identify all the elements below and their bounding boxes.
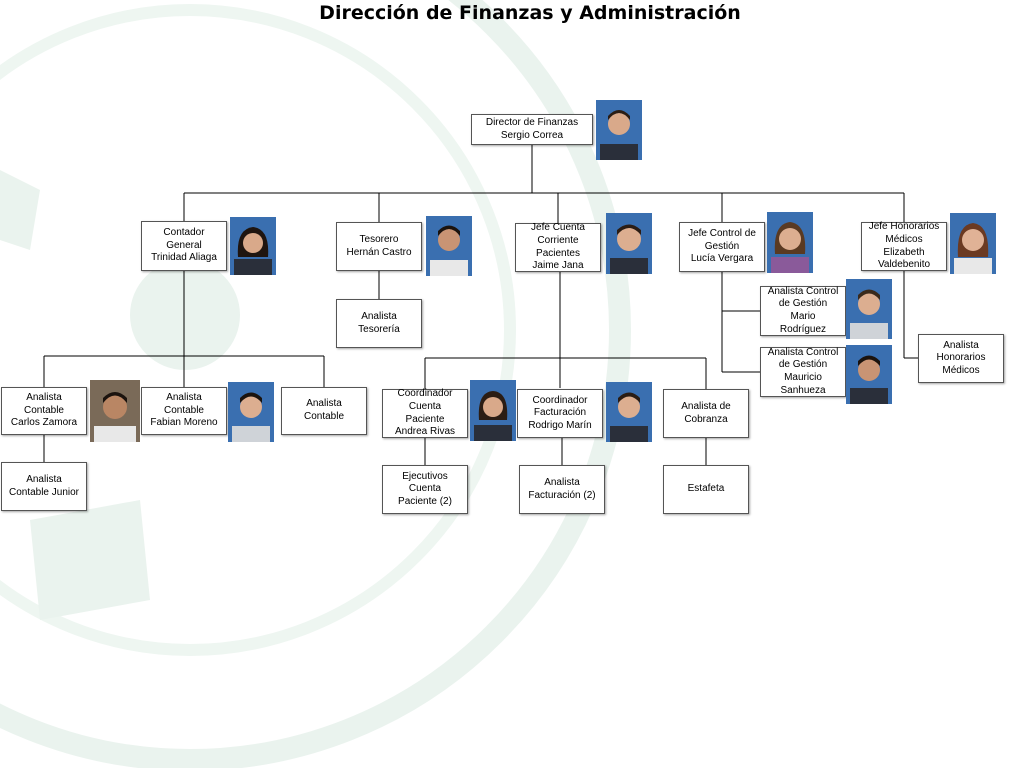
node-coordinador-cuenta: Coordinador Cuenta Paciente Andrea Rivas — [382, 388, 468, 438]
node-coordinador-facturacion: Coordinador Facturación Rodrigo Marín — [517, 389, 603, 438]
node-director-finanzas: Director de Finanzas Sergio Correa — [471, 114, 593, 145]
photo-hernan-castro — [426, 216, 472, 276]
photo-sergio-correa — [596, 100, 642, 160]
node-analista-carlos: Analista Contable Carlos Zamora — [1, 387, 87, 435]
node-analista-fabian: Analista Contable Fabian Moreno — [141, 387, 227, 435]
photo-elizabeth-valdebenito — [950, 213, 996, 274]
node-contador-general: Contador General Trinidad Aliaga — [141, 221, 227, 271]
node-analista-facturacion: Analista Facturación (2) — [519, 465, 605, 514]
photo-trinidad-aliaga — [230, 217, 276, 275]
node-analista-control-mario: Analista Control de Gestión Mario Rodríg… — [760, 286, 846, 336]
node-analista-control-mauricio: Analista Control de Gestión Mauricio San… — [760, 347, 846, 397]
node-analista-cobranza: Analista de Cobranza — [663, 389, 749, 438]
node-estafeta: Estafeta — [663, 465, 749, 514]
photo-lucia-vergara — [767, 212, 813, 273]
photo-mario-rodriguez — [846, 279, 892, 339]
photo-jaime-jana — [606, 213, 652, 274]
photo-andrea-rivas — [470, 380, 516, 441]
node-analista-honorarios: Analista Honorarios Médicos — [918, 334, 1004, 383]
node-jefe-honorarios: Jefe Honorarios Médicos Elizabeth Valdeb… — [861, 221, 947, 271]
photo-mauricio-sanhueza — [846, 345, 892, 404]
node-analista-junior: Analista Contable Junior — [1, 462, 87, 511]
node-jefe-control-gestion: Jefe Control de Gestión Lucía Vergara — [679, 222, 765, 272]
node-analista-tesoreria: Analista Tesorería — [336, 299, 422, 348]
node-ejecutivos-cuenta: Ejecutivos Cuenta Paciente (2) — [382, 465, 468, 514]
node-jefe-cuenta-corriente: Jefe Cuenta Corriente Pacientes Jaime Ja… — [515, 222, 601, 272]
node-tesorero: Tesorero Hernán Castro — [336, 222, 422, 271]
photo-rodrigo-marin — [606, 382, 652, 442]
node-analista-contable: Analista Contable — [281, 387, 367, 435]
photo-fabian-moreno — [228, 382, 274, 442]
photo-carlos-zamora — [90, 380, 140, 442]
chart-title: Dirección de Finanzas y Administración — [319, 2, 741, 24]
